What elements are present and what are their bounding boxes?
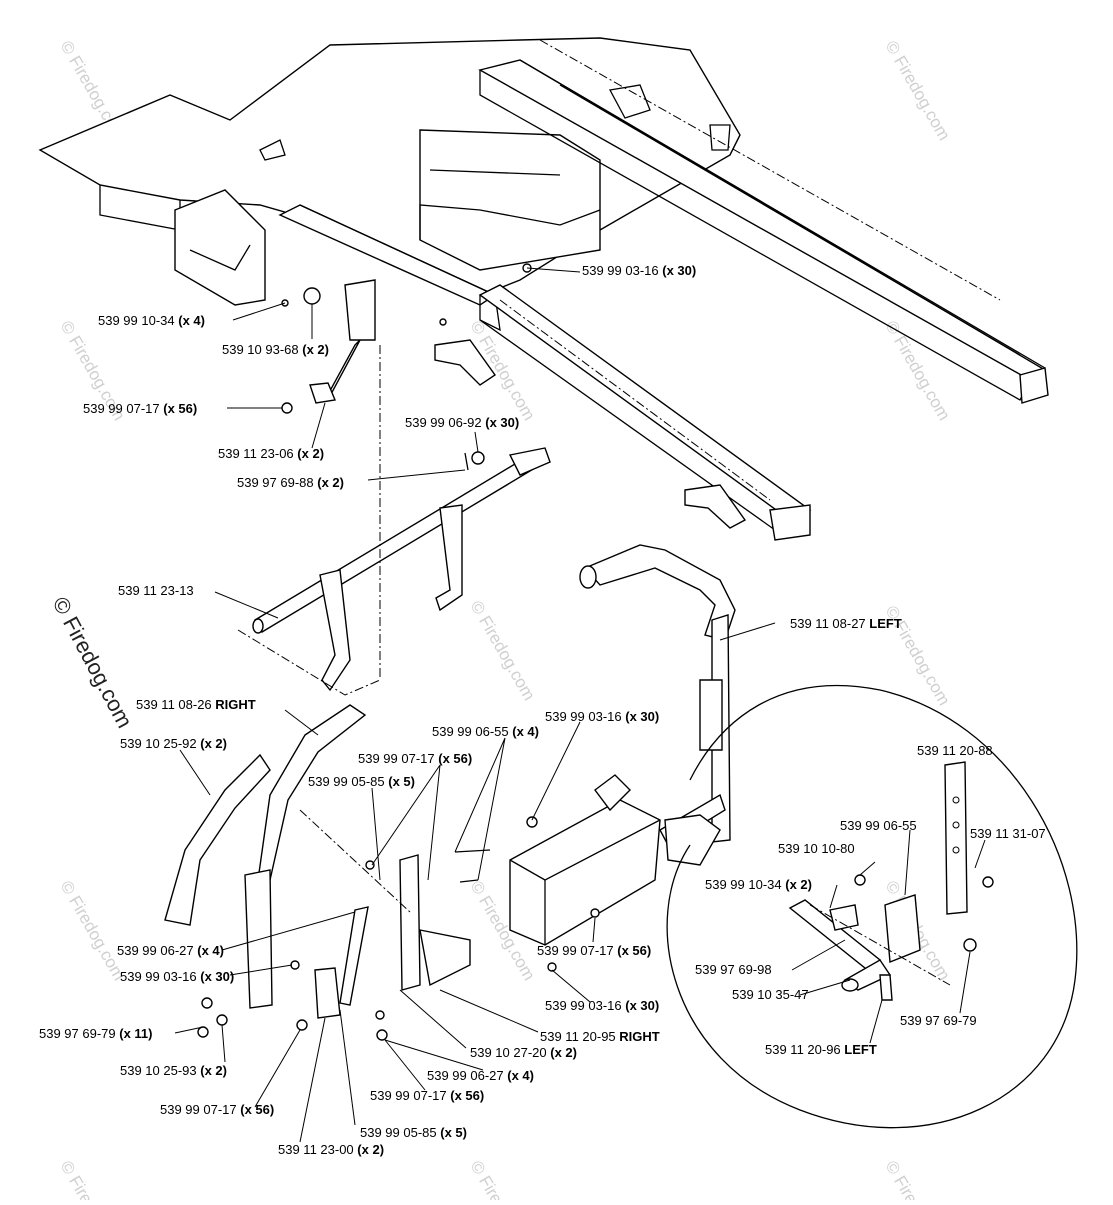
part-label: 539 11 08-27 LEFT — [790, 616, 902, 631]
watermark-text: © Firedog.com — [882, 1158, 954, 1201]
part-label: 539 99 06-27 (x 4) — [117, 943, 224, 958]
part-label: 539 99 06-55 (x 4) — [432, 724, 539, 739]
inset-part-label: 539 11 31-07 — [970, 826, 1046, 841]
part-label: 539 11 20-95 RIGHT — [540, 1029, 660, 1044]
lift-shaft — [281, 339, 485, 471]
part-label: 539 99 03-16 (x 30) — [545, 998, 659, 1013]
inset-part-label: 539 10 10-80 — [778, 841, 855, 856]
part-label: 539 99 06-27 (x 4) — [427, 1068, 534, 1083]
lift-bar — [237, 345, 551, 696]
watermark-text: © Firedog.com — [57, 878, 129, 984]
inset-part-label: 539 99 06-55 — [840, 818, 917, 833]
detail-inset — [666, 685, 1078, 1129]
watermark-main: © Firedog.com — [48, 593, 138, 732]
part-label: 539 11 23-13 — [118, 583, 194, 598]
part-label: 539 11 23-00 (x 2) — [278, 1142, 384, 1157]
part-label: 539 10 25-92 (x 2) — [120, 736, 227, 751]
part-label: 539 99 03-16 (x 30) — [120, 969, 234, 984]
part-label: 539 10 25-93 (x 2) — [120, 1063, 227, 1078]
chassis-frame — [38, 37, 1049, 541]
watermark-text: © Firedog.com — [467, 1158, 539, 1201]
inset-part-label: 539 11 20-96 LEFT — [765, 1042, 877, 1057]
handle-left — [579, 544, 736, 843]
watermark-text: © Firedog.com — [57, 1158, 129, 1201]
watermark-text: © Firedog.com — [882, 318, 954, 424]
inset-part-label: 539 10 35-47 — [732, 987, 809, 1002]
inset-part-label: 539 97 69-98 — [695, 962, 772, 977]
watermark-text: © Firedog.com — [882, 38, 954, 144]
part-label: 539 99 05-85 (x 5) — [360, 1125, 467, 1140]
part-label: 539 99 07-17 (x 56) — [537, 943, 651, 958]
part-label: 539 97 69-88 (x 2) — [237, 475, 344, 490]
inset-part-label: 539 11 20-88 — [917, 743, 993, 758]
inset-part-label: 539 97 69-79 — [900, 1013, 977, 1028]
part-label: 539 99 07-17 (x 56) — [160, 1102, 274, 1117]
part-label: 539 10 27-20 (x 2) — [470, 1045, 577, 1060]
part-label: 539 99 05-85 (x 5) — [308, 774, 415, 789]
part-label: 539 11 08-26 RIGHT — [136, 697, 256, 712]
part-label: 539 99 10-34 (x 4) — [98, 313, 205, 328]
part-label: 539 99 07-17 (x 56) — [83, 401, 197, 416]
part-label: 539 97 69-79 (x 11) — [39, 1026, 153, 1041]
height-bracket-assembly — [197, 774, 726, 1041]
part-label: 539 10 93-68 (x 2) — [222, 342, 329, 357]
handle-right — [164, 704, 367, 1009]
part-label: 539 99 06-92 (x 30) — [405, 415, 519, 430]
callout-labels: 539 99 03-16 (x 30) 539 99 10-34 (x 4) 5… — [39, 263, 1046, 1157]
watermark-text: © Firedog.com — [467, 598, 539, 704]
leader-lines — [174, 267, 986, 1143]
inset-part-label: 539 99 10-34 (x 2) — [705, 877, 812, 892]
part-label: 539 99 07-17 (x 56) — [370, 1088, 484, 1103]
part-label: 539 99 03-16 (x 30) — [545, 709, 659, 724]
part-label: 539 99 03-16 (x 30) — [582, 263, 696, 278]
part-label: 539 11 23-06 (x 2) — [218, 446, 324, 461]
part-label: 539 99 07-17 (x 56) — [358, 751, 472, 766]
